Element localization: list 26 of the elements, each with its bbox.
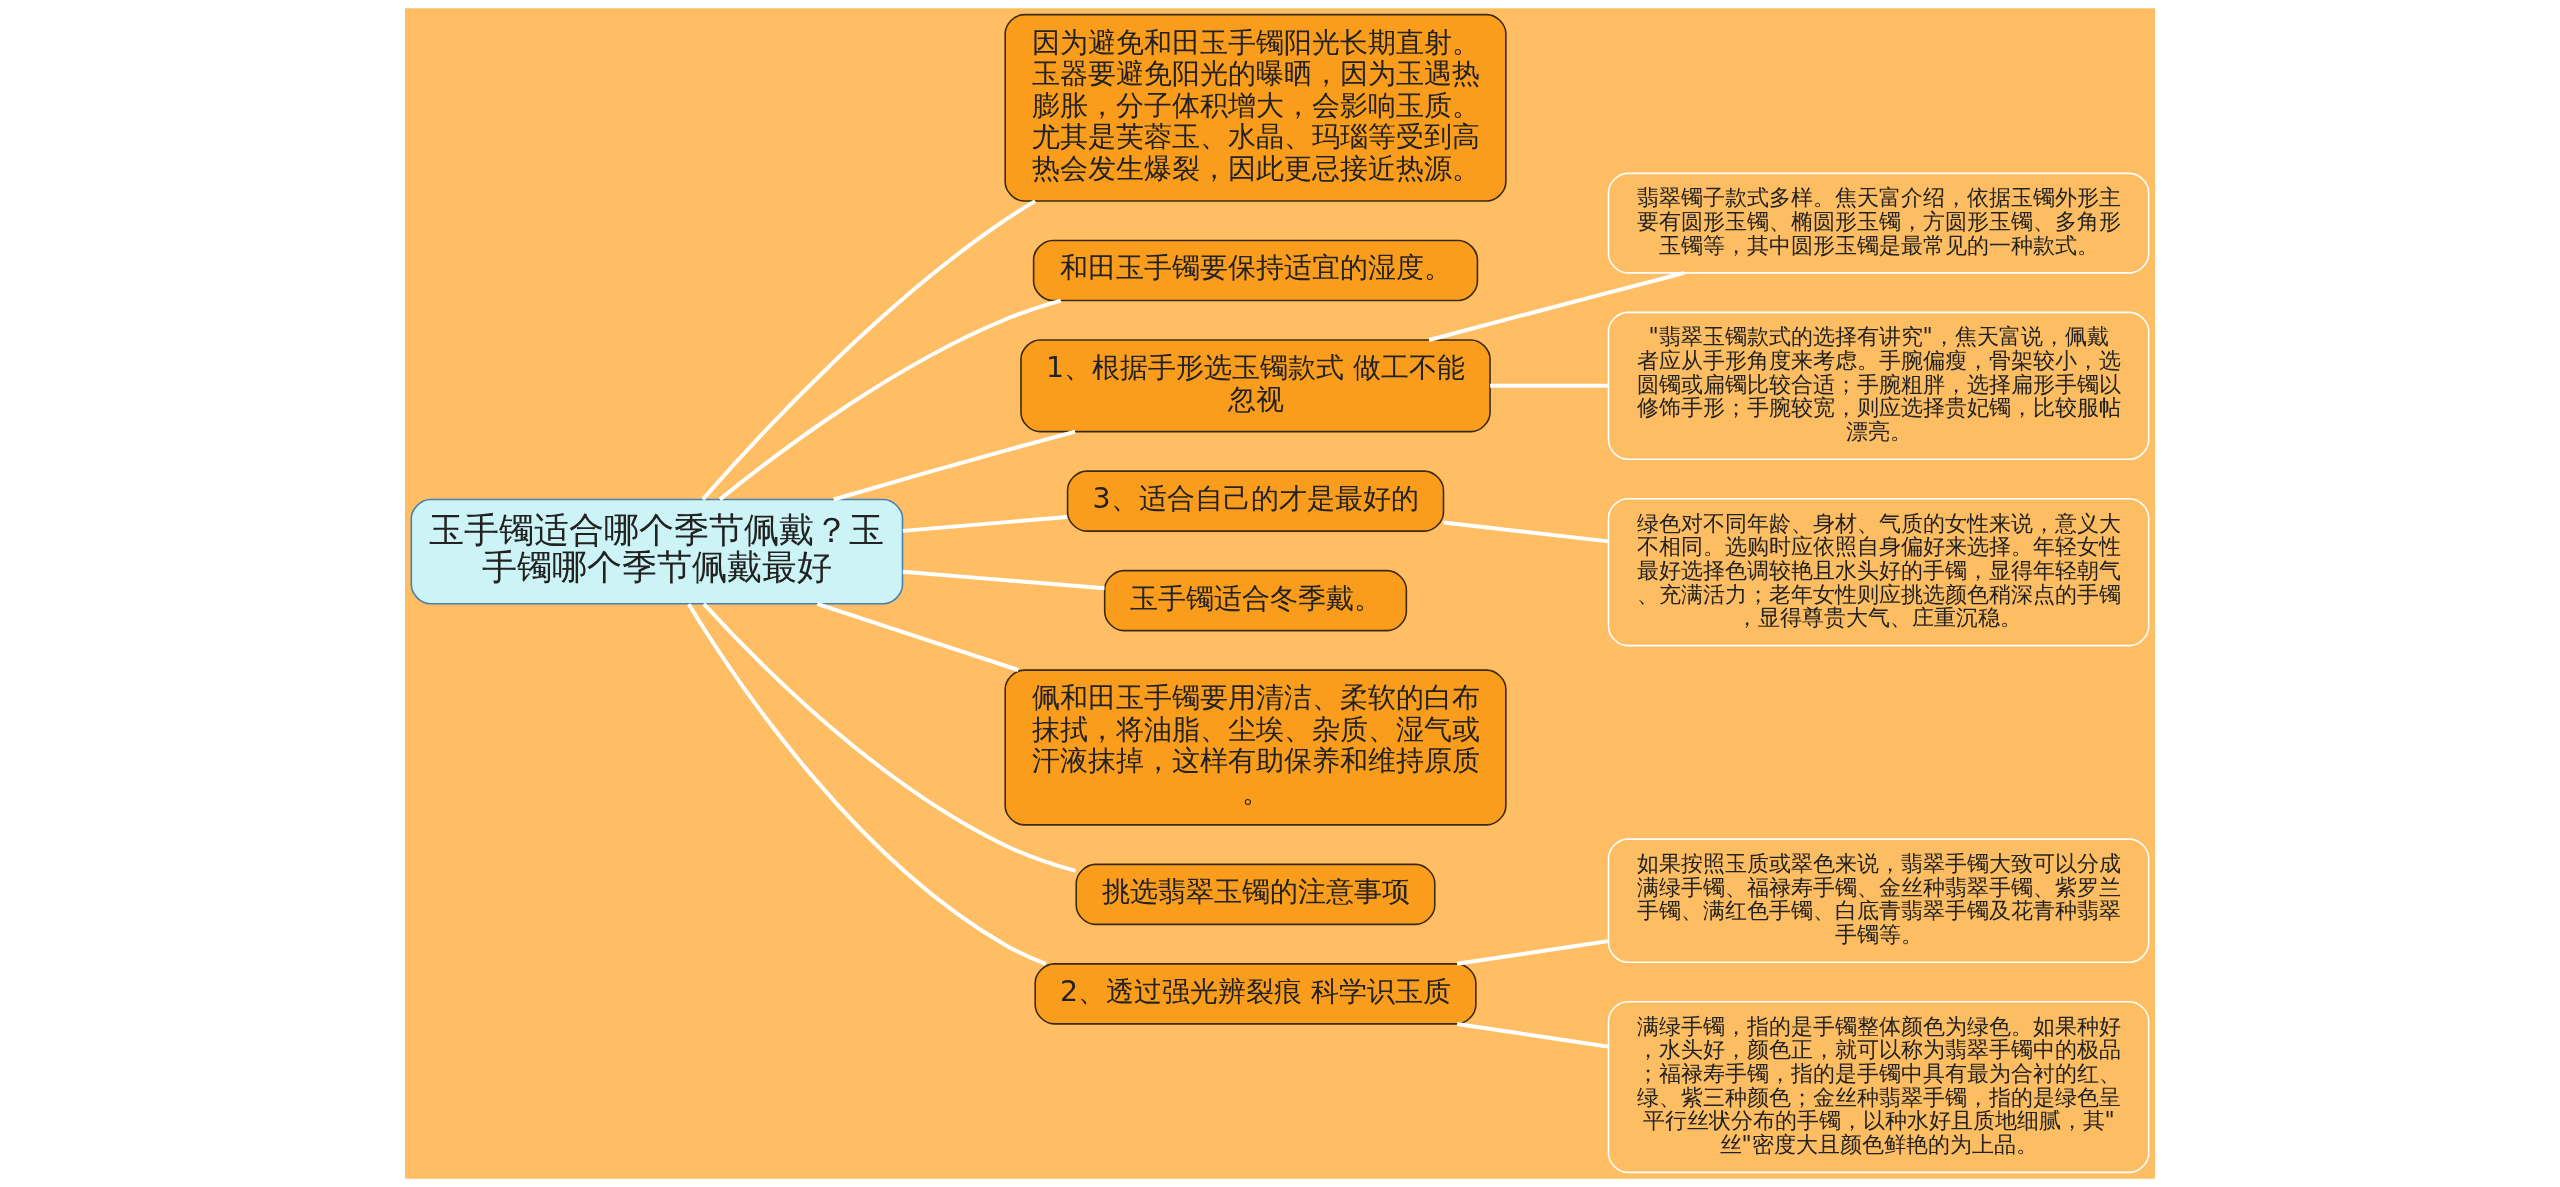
node-box: 2、透过强光辨裂痕 科学识玉质 (1034, 963, 1477, 1025)
node-box: 挑选翡翠玉镯的注意事项 (1075, 863, 1436, 926)
connector (687, 603, 1047, 966)
connector (701, 199, 1037, 501)
node-box: 翡翠镯子款式多样。焦天富介绍，依据玉镯外形主要有圆形玉镯、椭圆形玉镯，方圆形玉镯、多角形玉镯等，其中圆形玉镯是最常见的一种款式。 (1607, 172, 2150, 274)
node-box: 绿色对不同年龄、身材、气质的女性来说，意义大不相同。选购时应依照自身偏好来选择。年轻女性最好选择色调较艳且水头好的手镯，显得年轻朝气、充满活力；老年女性则应挑选颜色稍深点的手镯，显得尊贵大气、庄重沉稳。 (1607, 497, 2150, 647)
connector (1490, 383, 1608, 388)
connector (718, 298, 1062, 501)
connector (902, 515, 1068, 533)
node-box: 和田玉手镯要保持适宜的湿度。 (1032, 239, 1479, 302)
connector (902, 569, 1105, 591)
node-box: 3、适合自己的才是最好的 (1066, 470, 1445, 532)
connector (833, 429, 1076, 502)
node-box: 如果按照玉质或翠色来说，翡翠手镯大致可以分成满绿手镯、福禄寿手镯、金丝种翡翠手镯、紫罗兰手镯、满红色手镯、白底青翡翠手镯及花青种翡翠手镯等。 (1607, 838, 2150, 964)
connector (1456, 1022, 1609, 1049)
node-box: "翡翠玉镯款式的选择有讲究"，焦天富说，佩戴者应从手形角度来考虑。手腕偏瘦，骨架较小，选圆镯或扁镯比较合适；手腕粗胖，选择扁形手镯以修饰手形；手腕较宽，则应选择贵妃镯，比较服帖漂亮。 (1607, 311, 2150, 461)
node-box: 1、根据手形选玉镯款式 做工不能忽视 (1020, 339, 1491, 433)
connector (1456, 939, 1609, 966)
connector (702, 602, 1077, 873)
node-box: 玉手镯适合哪个季节佩戴？玉手镯哪个季节佩戴最好 (410, 498, 904, 605)
node-box: 因为避免和田玉手镯阳光长期直射。玉器要避免阳光的曝晒，因为玉遇热膨胀，分子体积增大，会影响玉质。尤其是芙蓉玉、水晶、玛瑙等受到高热会发生爆裂，因此更忌接近热源。 (1004, 13, 1507, 202)
node-box: 玉手镯适合冬季戴。 (1103, 569, 1408, 632)
connector (1443, 520, 1609, 544)
connector (816, 602, 1019, 672)
node-box: 满绿手镯，指的是手镯整体颜色为绿色。如果种好，水头好，颜色正，就可以称为翡翠手镯中的极品；福禄寿手镯，指的是手镯中具有最为合衬的红、绿、紫三种颜色；金丝种翡翠手镯，指的是绿色呈平行丝状分布的手镯，以种水好且质地细腻，其"丝"密度大且颜色鲜艳的为上品。 (1607, 1001, 2150, 1174)
node-box: 佩和田玉手镯要用清洁、柔软的白布抹拭，将油脂、尘埃、杂质、湿气或汗液抹掉，这样有助保养和维持原质。 (1004, 669, 1507, 826)
